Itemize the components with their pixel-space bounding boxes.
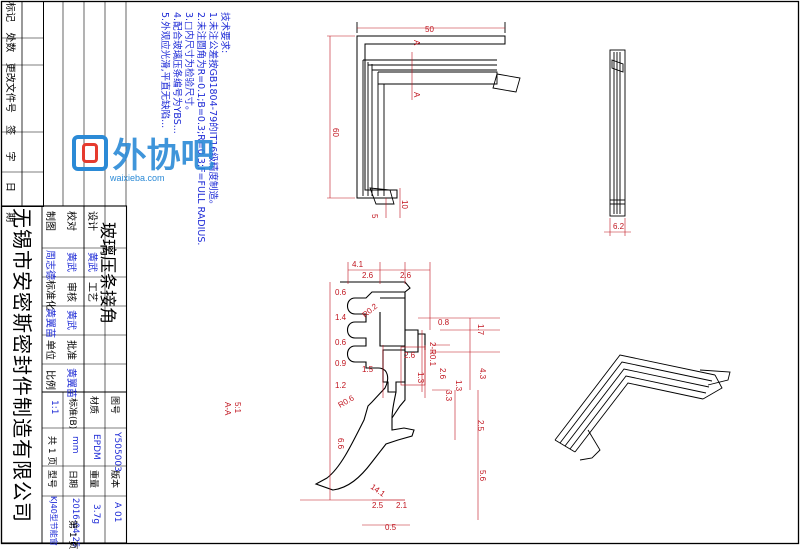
role-person-5: 黄翼苗 [44,308,55,338]
company-name: 无锡市安密斯密封件制造有限公司 [10,208,34,523]
model-label: 型号 [46,470,56,489]
notes-heading: 技术要求: [219,12,230,54]
material-label: 材质 [88,396,98,415]
scale: 1:1 [49,400,59,415]
watermark: 外协吧 waixieba.com [72,128,214,183]
version-label: 版本 [109,470,119,489]
role-person-1: 黄武 [65,252,76,272]
role-label-1: 校对 [65,211,76,231]
rev-count: 处数 [4,32,15,53]
role-label-4: 制图 [44,211,55,231]
scale-label: 比例 [44,370,55,390]
rev-sign1: 签 [4,125,15,136]
unit: mm [70,436,80,454]
role-person-3: 黄翼苗 [65,368,76,398]
watermark-brand: 外协吧 [112,136,215,176]
role-person-4: 周志德 [44,250,55,280]
role-label-2: 审核 [65,282,76,302]
role-person-2: 黄武 [65,310,76,330]
weight-label: 重量 [88,470,98,489]
role-label-3: 批准 [65,340,76,360]
rev-doc: 更改文件号 [4,62,15,113]
rev-sign2: 字 [4,151,15,162]
drawing-no-label: 图号 [109,396,119,415]
version: A 01 [112,502,122,523]
stamp: 标准(B) [67,398,77,430]
unit-label: 单位 [44,340,55,360]
revision-header: 标记 处数 更改文件号 签 字 日 期 [4,2,19,222]
part-name: 玻璃压条接角 [97,222,117,324]
weight: 3.7g [91,504,101,525]
drawing-no: Y505003 [112,432,122,472]
rev-date1: 日 [4,181,15,192]
rev-mark: 标记 [4,2,15,22]
model: KJ40型节能窗 [49,496,58,546]
watermark-url: waixieba.com [110,173,165,183]
sheet-total: 共 1 页 [46,436,56,466]
date-label: 日期 [67,470,77,489]
watermark-logo-icon [72,134,108,171]
material: EPDM [91,434,101,460]
role-label-5: 标准化 [44,280,55,310]
